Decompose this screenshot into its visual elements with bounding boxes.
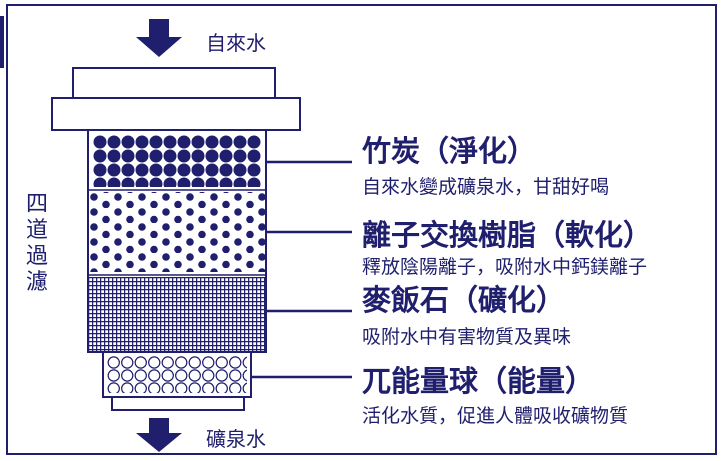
diagram-frame: [6, 4, 717, 455]
side-label: 四 道 過 濾: [26, 192, 48, 295]
side-label-char: 過: [26, 244, 48, 269]
side-label-char: 濾: [26, 270, 48, 295]
layer-desc-energy-balls: 活化水質，促進人體吸收礦物質: [362, 405, 628, 427]
layer-title-maifan-stone: 麥飯石（礦化）: [361, 283, 565, 317]
layer-energy-balls: [107, 356, 247, 393]
layer-ion-resin: [89, 192, 265, 272]
layer-desc-maifan-stone: 吸附水中有害物質及異味: [362, 326, 571, 348]
inflow-arrow-icon: [136, 19, 182, 57]
side-label-char: 四: [26, 192, 48, 217]
side-label-char: 道: [26, 218, 48, 243]
layer-charcoal: [93, 135, 261, 187]
layer-desc-ion-resin: 釋放陰陽離子，吸附水中鈣鎂離子: [362, 256, 647, 278]
layer-desc-charcoal: 自來水變成礦泉水，甘甜好喝: [362, 176, 609, 198]
left-edge-bar: [0, 16, 4, 68]
layer-title-ion-resin: 離子交換樹脂（軟化）: [362, 218, 652, 252]
filter-cap-top: [72, 67, 276, 99]
layer-maifan-stone: [89, 277, 265, 351]
filter-cap-rim: [51, 97, 301, 131]
outflow-arrow-icon: [136, 418, 182, 452]
layer-title-energy-balls: 兀能量球（能量）: [362, 364, 594, 398]
inflow-label: 自來水: [206, 31, 266, 55]
filter-base: [111, 396, 245, 411]
outflow-label: 礦泉水: [206, 427, 266, 451]
layer-title-charcoal: 竹炭（淨化）: [362, 134, 536, 168]
